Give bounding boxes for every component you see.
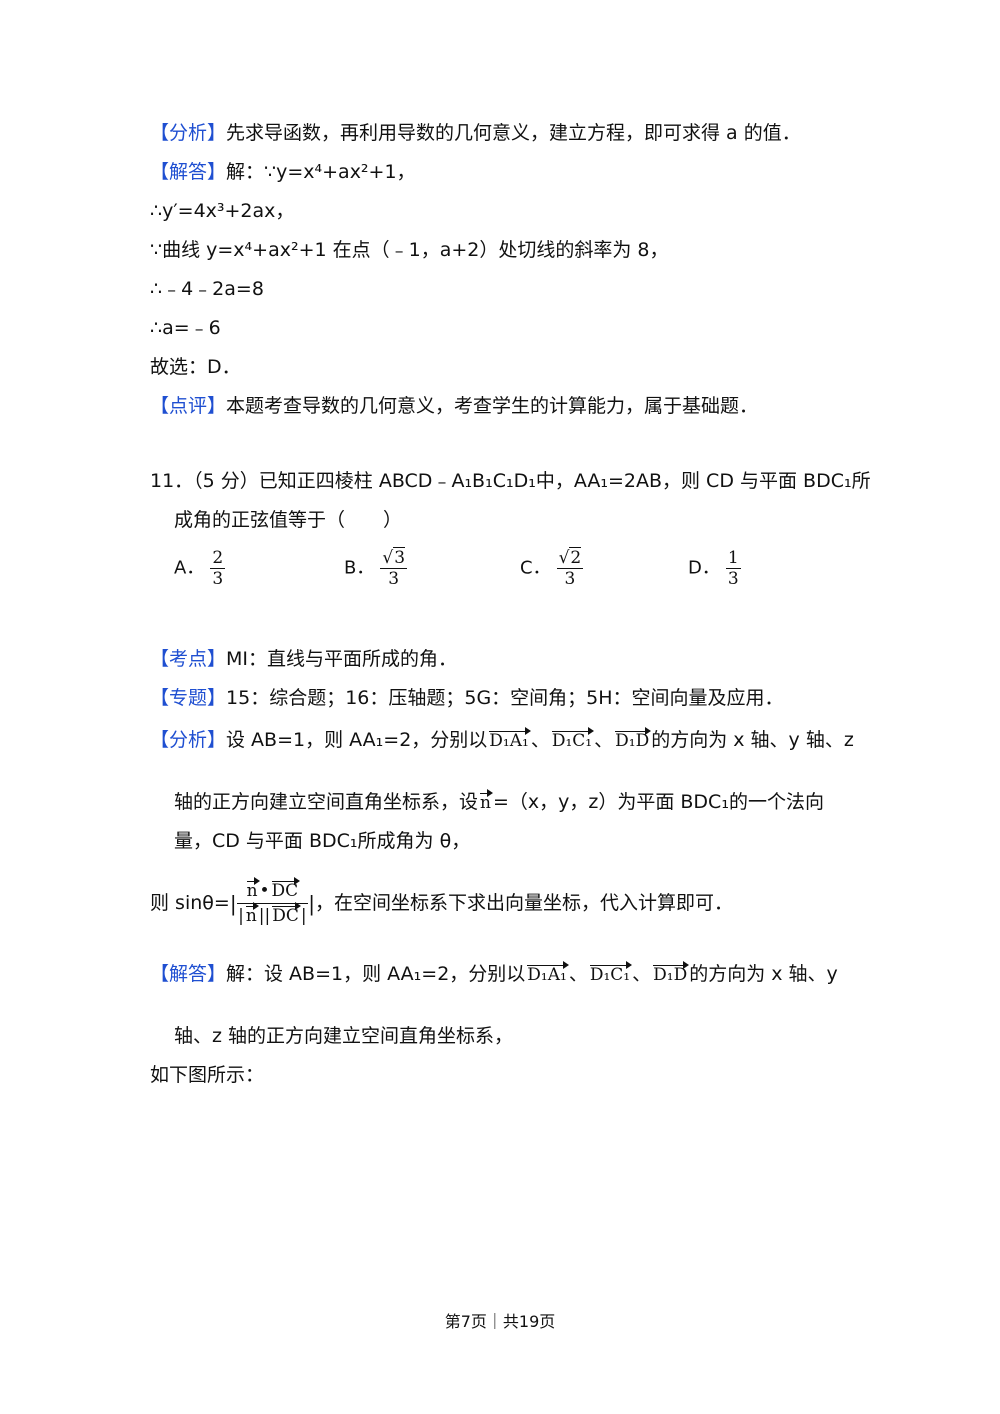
vector-dc: DC [272, 902, 301, 926]
q11-zhuanti-line: 【专题】15：综合题；16：压轴题；5G：空间角；5H：空间向量及应用． [150, 684, 784, 712]
vector-sep: 、 [530, 729, 550, 751]
vector-d1c1: D₁C₁ [551, 727, 595, 751]
vector-dc: DC [271, 877, 300, 901]
vector-sep: 、 [632, 963, 652, 985]
vector-d1d: D₁D [653, 961, 690, 985]
vector-n: n [245, 902, 259, 926]
dot-operator: • [259, 881, 270, 901]
p10-equation-line: ∴﹣4﹣2a=8 [150, 278, 264, 300]
p10-analysis-line: 【分析】先求导函数，再利用导数的几何意义，建立方程，即可求得 a 的值． [150, 119, 801, 147]
option-a-label: A． [174, 557, 205, 579]
option-d-label: D． [688, 557, 720, 579]
analysis-tag: 【分析】 [150, 122, 227, 144]
option-c-den: 3 [564, 569, 576, 589]
option-a-den: 3 [212, 569, 224, 589]
q11-analysis2-post: =（x，y，z）为平面 BDC₁的一个法向 [492, 791, 824, 813]
q11-kaodian-line: 【考点】MI：直线与平面所成的角． [150, 645, 457, 673]
option-b-num: √3 [380, 547, 408, 569]
q11-stem-line1: 11．（5 分）已知正四棱柱 ABCD﹣A₁B₁C₁D₁中，AA₁=2AB，则 … [150, 470, 871, 492]
p10-choice-line: 故选：D． [150, 356, 241, 378]
p10-slope-line: ∵曲线 y=x⁴+ax²+1 在点（﹣1，a+2）处切线的斜率为 8， [150, 239, 669, 261]
vector-d1c1: D₁C₁ [589, 961, 633, 985]
q11-analysis1-pre: 设 AB=1，则 AA₁=2，分别以 [226, 729, 488, 751]
q11-kaodian-text: MI：直线与平面所成的角． [226, 648, 458, 670]
vector-sep: 、 [568, 963, 588, 985]
solution-tag: 【解答】 [150, 161, 227, 183]
q11-solution-line2: 轴、z 轴的正方向建立空间直角坐标系， [174, 1025, 514, 1047]
q11-solution-line3: 如下图所示： [150, 1064, 265, 1086]
vector-n: n [480, 789, 493, 813]
option-a-num: 2 [210, 548, 226, 569]
q11-solution1-pre: 解：设 AB=1，则 AA₁=2，分别以 [226, 963, 526, 985]
q11-sin-formula-line: 则 sinθ=|n•DC|n||DC||，在空间坐标系下求出向量坐标，代入计算即… [150, 877, 733, 929]
p10-derivative-line: ∴y′=4x³+2ax， [150, 200, 295, 222]
option-b-label: B． [344, 557, 375, 579]
kaodian-tag: 【考点】 [150, 648, 227, 670]
zhuanti-tag: 【专题】 [150, 687, 227, 709]
option-d-den: 3 [727, 569, 739, 589]
option-c-num: √2 [556, 547, 584, 569]
p10-comment-line: 【点评】本题考查导数的几何意义，考查学生的计算能力，属于基础题． [150, 392, 758, 420]
sin-fraction: n•DC|n||DC| [236, 877, 309, 928]
option-d-num: 1 [725, 548, 741, 569]
p10-solution-text: 解：∵y=x⁴+ax²+1， [226, 161, 416, 183]
option-c-label: C． [520, 557, 551, 579]
vector-sep: 、 [594, 729, 614, 751]
q11-solution1-post: 的方向为 x 轴、y [689, 963, 838, 985]
radicand: 2 [569, 547, 582, 568]
p10-analysis-text: 先求导函数，再利用导数的几何意义，建立方程，即可求得 a 的值． [226, 122, 801, 144]
q11-solution-tag: 【解答】 [150, 963, 227, 985]
vector-d1a1: D₁A₁ [527, 961, 569, 985]
p10-result-line: ∴a=﹣6 [150, 317, 221, 339]
q11-analysis-tag: 【分析】 [150, 729, 227, 751]
vector-d1d: D₁D [615, 727, 652, 751]
radicand: 3 [393, 547, 406, 568]
vector-n: n [246, 877, 260, 901]
vector-d1a1: D₁A₁ [489, 727, 531, 751]
abs-bar-right: | [308, 891, 315, 916]
sin-prefix: 则 sinθ= [150, 892, 230, 914]
comment-tag: 【点评】 [150, 395, 227, 417]
sin-denominator: |n||DC| [238, 902, 307, 926]
page-footer: 第7页｜共19页 [444, 1312, 556, 1331]
sin-suffix: ，在空间坐标系下求出向量坐标，代入计算即可． [314, 892, 733, 914]
p10-comment-text: 本题考查导数的几何意义，考查学生的计算能力，属于基础题． [226, 395, 759, 417]
sin-numerator: n•DC [236, 877, 309, 904]
q11-zhuanti-text: 15：综合题；16：压轴题；5G：空间角；5H：空间向量及应用． [226, 687, 784, 709]
q11-analysis-line3: 量，CD 与平面 BDC₁所成角为 θ， [174, 830, 471, 852]
p10-solution-line: 【解答】解：∵y=x⁴+ax²+1， [150, 158, 416, 186]
option-b-den: 3 [388, 569, 400, 589]
q11-analysis1-post: 的方向为 x 轴、y 轴、z [651, 729, 854, 751]
q11-stem-line2: 成角的正弦值等于（ ） [174, 509, 403, 531]
q11-analysis2-text: 轴的正方向建立空间直角坐标系，设 [174, 791, 479, 813]
abs-bar-left: | [229, 891, 237, 916]
